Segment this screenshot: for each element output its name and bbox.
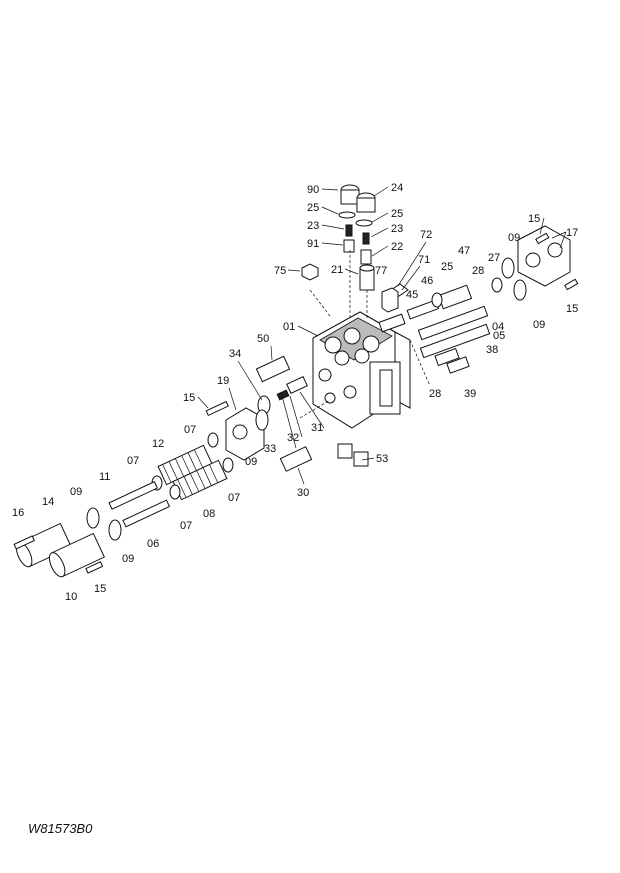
part-label: 90 [307,184,319,196]
part-label: 04 [492,321,504,333]
part-label: 91 [307,238,319,250]
part-label: 33 [264,443,276,455]
part-label: 09 [508,232,520,244]
part-label: 01 [283,321,295,333]
part-label: 15 [566,303,578,315]
right-spools [378,225,579,387]
part-label: 39 [464,388,476,400]
part-label: 47 [458,245,470,257]
part-label: 38 [486,344,498,356]
part-label: 07 [180,520,192,532]
part-label: 46 [421,275,433,287]
figure-reference-code: W81573B0 [28,821,93,836]
part-label: 07 [184,424,196,436]
part-label: 28 [429,388,441,400]
part-label: 15 [94,583,106,595]
left-components [205,355,369,472]
part-label: 23 [307,220,319,232]
part-label: 14 [42,496,54,508]
part-label: 05 [493,330,505,342]
part-label: 50 [257,333,269,345]
part-label: 25 [307,202,319,214]
part-label: 21 [331,264,343,276]
part-label: 28 [472,265,484,277]
part-label: 22 [391,241,403,253]
part-label: 09 [245,456,257,468]
part-label: 77 [375,265,387,277]
part-label: 07 [228,492,240,504]
part-label: 15 [183,392,195,404]
part-label: 15 [528,213,540,225]
part-label: 10 [65,591,77,603]
part-label: 09 [70,486,82,498]
part-label: 07 [127,455,139,467]
part-label: 25 [441,261,453,273]
part-label: 17 [566,227,578,239]
part-label: 24 [391,182,403,194]
part-label: 23 [391,223,403,235]
top-components [301,184,409,320]
part-label: 34 [229,348,241,360]
leader-lines [197,186,567,485]
part-label: 72 [420,229,432,241]
part-label: 12 [152,438,164,450]
part-label: 08 [203,508,215,520]
part-label: 06 [147,538,159,550]
part-label: 19 [217,375,229,387]
part-label: 71 [418,254,430,266]
part-label: 30 [297,487,309,499]
part-label: 27 [488,252,500,264]
part-label: 09 [122,553,134,565]
part-label: 31 [311,422,323,434]
part-label: 09 [533,319,545,331]
part-label: 75 [274,265,286,277]
part-labels: 90 24 25 25 23 23 91 22 75 21 77 72 71 4… [12,182,578,603]
part-label: 16 [12,507,24,519]
valve-body [312,311,411,429]
part-label: 25 [391,208,403,220]
part-label: 11 [99,471,110,483]
part-label: 45 [406,289,418,301]
springs-and-actuators [13,432,234,578]
part-label: 53 [376,453,388,465]
